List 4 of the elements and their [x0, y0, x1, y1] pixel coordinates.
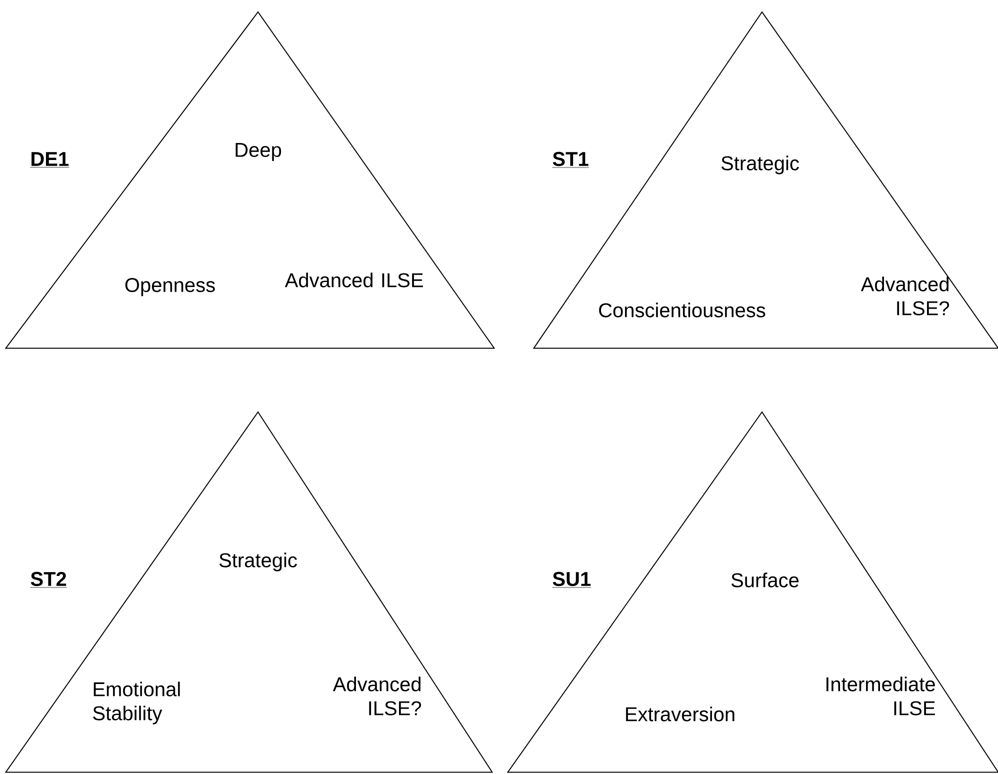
panel-label: ST2	[30, 572, 68, 588]
panel-label: ST1	[552, 152, 590, 168]
panel-label: DE1	[30, 152, 70, 168]
panel-label: SU1	[552, 572, 592, 588]
